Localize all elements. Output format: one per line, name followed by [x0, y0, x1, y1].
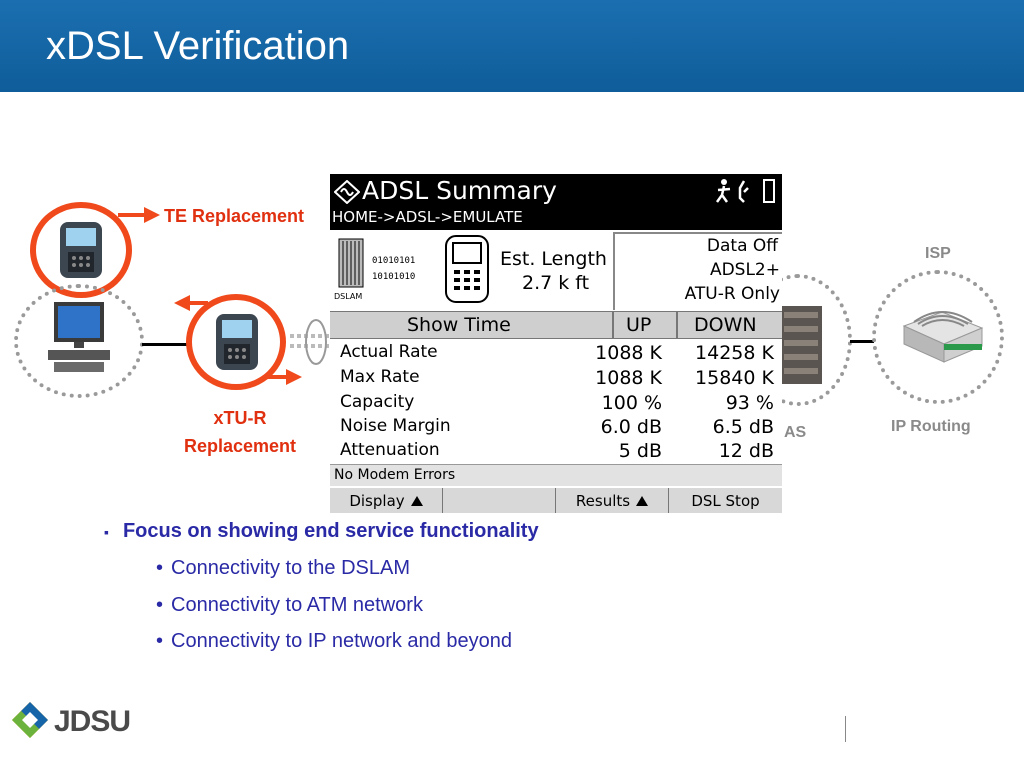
- plug-icon: [738, 180, 749, 203]
- sub-bullet-text: Connectivity to the DSLAM: [171, 557, 411, 579]
- logo-text: JDSU: [54, 705, 131, 738]
- display-button-label: Display: [349, 491, 405, 510]
- bits-line-2: 10101010: [372, 272, 416, 282]
- dot-bullet-icon: •: [156, 594, 164, 616]
- ip-routing-label: IP Routing: [891, 418, 971, 435]
- footer-divider: [845, 716, 846, 742]
- dot-bullet-icon: •: [156, 630, 164, 652]
- row-label: Capacity: [340, 392, 415, 412]
- est-length-value: 2.7 k ft: [522, 272, 590, 294]
- row-down: 14258 K: [695, 342, 774, 364]
- arrow-right-icon: [268, 369, 302, 385]
- isp-label: ISP: [925, 245, 951, 262]
- display-button[interactable]: Display: [330, 488, 443, 513]
- status-line-data: Data Off: [706, 236, 778, 256]
- test-set-icon: [60, 222, 102, 278]
- header-divider: [676, 312, 678, 339]
- row-up: 1088 K: [595, 367, 662, 389]
- row-up: 1088 K: [595, 342, 662, 364]
- row-down: 6.5 dB: [712, 416, 774, 438]
- running-man-icon: [715, 179, 731, 203]
- status-line-role: ATU-R Only: [684, 284, 780, 304]
- computer-icon: [48, 302, 110, 372]
- header-divider: [612, 312, 614, 339]
- slide-title: xDSL Verification: [46, 24, 350, 68]
- main-bullet: ▪ Focus on showing end service functional…: [104, 520, 539, 543]
- screen-title: ADSL Summary: [362, 176, 557, 205]
- row-label: Noise Margin: [340, 416, 451, 436]
- link-line-right: [850, 340, 874, 343]
- dot-bullet-icon: •: [156, 557, 164, 579]
- te-circle: [14, 284, 144, 398]
- row-down: 12 dB: [718, 440, 774, 462]
- status-icons: [715, 179, 775, 203]
- triangle-up-icon: [636, 495, 649, 506]
- table-header: Show Time UP DOWN: [330, 311, 782, 339]
- router-icon: [902, 311, 984, 363]
- status-line-mode: ADSL2+: [709, 260, 780, 280]
- row-label: Actual Rate: [340, 342, 438, 362]
- bits-line-1: 01010101: [372, 256, 416, 266]
- row-label: Attenuation: [340, 440, 440, 460]
- xtur-ring: [186, 294, 286, 390]
- est-length-label: Est. Length: [500, 248, 607, 270]
- row-up: 100 %: [601, 392, 662, 414]
- dslam-label: DSLAM: [334, 292, 363, 301]
- screen-breadcrumb[interactable]: HOME->ADSL->EMULATE: [332, 208, 523, 226]
- title-bar: [0, 0, 1024, 92]
- server-rack-icon: [780, 306, 822, 384]
- battery-icon: [763, 179, 775, 203]
- sub-bullet-text: Connectivity to ATM network: [171, 594, 423, 616]
- status-message: No Modem Errors: [334, 467, 456, 483]
- xtur-label-line2: Replacement: [183, 436, 297, 456]
- results-button-label: Results: [575, 491, 631, 510]
- empty-softkey[interactable]: [443, 488, 556, 513]
- te-replacement-label: TE Replacement: [164, 206, 305, 226]
- row-label: Max Rate: [340, 367, 420, 387]
- sub-bullet-text: Connectivity to IP network and beyond: [171, 630, 512, 652]
- jdsu-logo-icon: [12, 702, 48, 738]
- row-up: 6.0 dB: [600, 416, 662, 438]
- row-up: 5 dB: [618, 440, 662, 462]
- arrow-right-icon: [118, 207, 160, 223]
- link-line-left: [142, 343, 192, 346]
- table-header-up: UP: [626, 314, 652, 336]
- status-panel: Data Off ADSL2+ ATU-R Only: [613, 232, 782, 310]
- table-header-down: DOWN: [694, 314, 757, 336]
- xtur-label: xTU-R Replacement: [170, 404, 310, 460]
- results-button[interactable]: Results: [556, 488, 669, 513]
- test-set-icon: [216, 314, 258, 370]
- status-message-bar: No Modem Errors: [330, 464, 782, 486]
- square-bullet-icon: ▪: [104, 524, 109, 540]
- table-header-name: Show Time: [407, 314, 511, 336]
- isp-circle: [872, 270, 1004, 404]
- dslam-rack-icon: [338, 238, 364, 288]
- line-connector-icon: [290, 319, 332, 365]
- xtur-label-line1: xTU-R: [213, 408, 267, 428]
- handheld-device-icon: [445, 235, 489, 303]
- main-bullet-text: Focus on showing end service functionali…: [122, 520, 539, 542]
- row-down: 15840 K: [695, 367, 774, 389]
- arrow-left-icon: [174, 295, 208, 311]
- bras-label: AS: [784, 424, 807, 441]
- adsl-diamond-icon: [334, 180, 360, 204]
- screen-header: ADSL Summary HOME->ADSL->EMULATE: [330, 174, 782, 230]
- sub-bullet: • Connectivity to ATM network: [156, 594, 423, 617]
- adsl-summary-screen: ADSL Summary HOME->ADSL->EMULATE DSLAM 0…: [330, 174, 782, 513]
- dsl-stop-button[interactable]: DSL Stop: [669, 488, 782, 513]
- sub-bullet: • Connectivity to the DSLAM: [156, 557, 410, 580]
- triangle-up-icon: [410, 495, 423, 506]
- sub-bullet: • Connectivity to IP network and beyond: [156, 630, 512, 653]
- row-down: 93 %: [725, 392, 774, 414]
- dsl-stop-button-label: DSL Stop: [691, 491, 760, 510]
